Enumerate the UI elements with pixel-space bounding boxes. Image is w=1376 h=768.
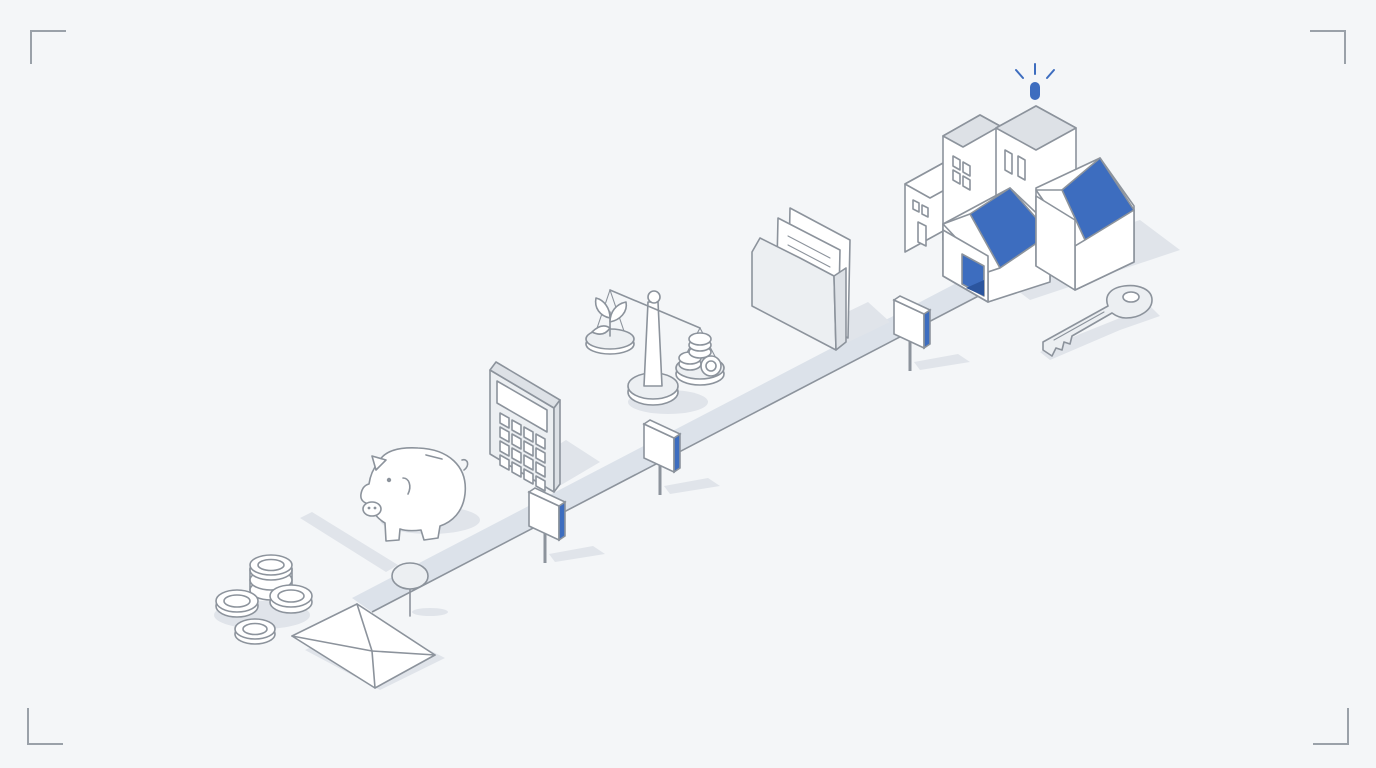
building-window — [912, 199, 920, 213]
building-window — [962, 175, 971, 191]
frame-corner-bottom-left — [27, 708, 63, 745]
building-window — [921, 204, 929, 218]
balance-scale-icon — [585, 289, 725, 414]
building-window — [1017, 155, 1026, 181]
piggy-bank-icon — [360, 447, 480, 542]
signpost-top — [892, 295, 932, 315]
signpost-shadow — [549, 546, 605, 562]
calculator-key — [523, 426, 534, 443]
signpost-edge — [558, 500, 566, 542]
calculator-key — [535, 447, 546, 464]
building-door — [917, 221, 927, 247]
calculator-key — [499, 426, 510, 443]
calculator-icon — [489, 361, 600, 493]
calculator-key — [499, 454, 510, 471]
signpost-shadow — [664, 478, 720, 494]
houses-buildings-icon — [904, 63, 1180, 303]
calculator-key — [511, 419, 522, 436]
calculator-key — [499, 412, 510, 429]
calculator-key — [523, 468, 534, 485]
house-key-icon — [1040, 284, 1160, 360]
signpost-top — [527, 487, 567, 507]
calculator-key — [511, 447, 522, 464]
signpost-shadow — [914, 354, 970, 370]
calculator-key — [511, 461, 522, 478]
document-line — [787, 235, 831, 259]
stage-signpost — [642, 419, 720, 495]
building-window — [952, 169, 961, 185]
path-side-shadow — [300, 512, 398, 572]
signpost-edge — [923, 308, 931, 350]
coins-stack-icon — [214, 554, 313, 645]
signpost-top — [642, 419, 682, 439]
corner-frame — [27, 30, 1349, 745]
calculator-key — [535, 433, 546, 450]
calculator-key — [535, 461, 546, 478]
building-window — [1004, 149, 1013, 175]
frame-corner-top-left — [30, 30, 66, 64]
signposts — [527, 295, 970, 563]
building-window — [962, 161, 971, 177]
calculator-key — [499, 440, 510, 457]
stage-signpost — [527, 487, 605, 563]
frame-corner-bottom-right — [1313, 708, 1349, 745]
envelope-icon — [291, 603, 445, 690]
signpost-edge — [673, 432, 681, 474]
calculator-key — [511, 433, 522, 450]
calculator-key — [523, 440, 534, 457]
document-line — [787, 244, 831, 268]
calculator-key — [535, 475, 546, 492]
folder-documents-icon — [751, 207, 890, 351]
calculator-key — [523, 454, 534, 471]
stage-signpost — [892, 295, 970, 371]
signal-beacon-icon — [1015, 63, 1055, 100]
frame-corner-top-right — [1310, 30, 1346, 64]
start-marker-icon — [391, 562, 448, 617]
building-window — [952, 155, 961, 171]
journey-path-edge — [371, 289, 991, 613]
